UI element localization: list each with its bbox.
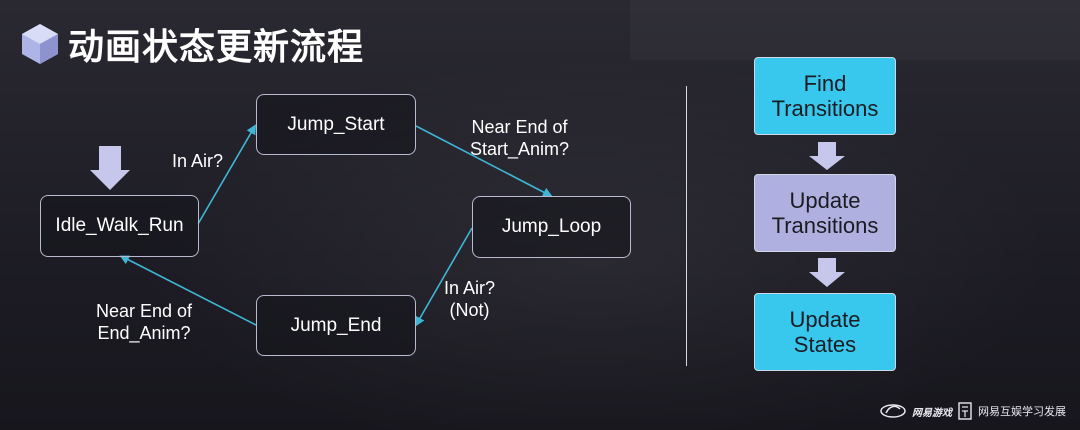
transition-label-end-to-idle: Near End of End_Anim? <box>96 301 193 343</box>
divider <box>686 86 687 366</box>
seal-icon <box>958 402 972 420</box>
step-label: Update States <box>789 307 861 357</box>
step-arrow-icon-1 <box>809 142 845 170</box>
logo-text: 网易游戏 <box>912 407 952 419</box>
netease-games-logo-icon <box>880 404 906 418</box>
state-jump-loop: Jump_Loop <box>472 196 631 258</box>
transition-label-loop-to-end: In Air? (Not) <box>444 278 496 320</box>
state-label: Jump_Start <box>287 113 385 135</box>
step-arrow-icon-2 <box>809 258 845 287</box>
state-label: Jump_End <box>290 314 382 336</box>
arrow-start-to-loop <box>415 125 553 197</box>
state-jump-end: Jump_End <box>256 295 416 356</box>
step-update-transitions: Update Transitions <box>754 174 896 252</box>
state-idle-walk-run: Idle_Walk_Run <box>40 195 199 257</box>
page-title: 动画状态更新流程 <box>68 27 365 68</box>
step-label: Update Transitions <box>771 188 879 238</box>
footer-branding: 网易游戏 网易互娱学习发展 <box>880 402 1066 420</box>
transition-label-idle-to-start: In Air? <box>172 151 224 171</box>
arrow-idle-to-start <box>197 124 257 225</box>
arrow-loop-to-end <box>415 227 473 327</box>
step-find-transitions: Find Transitions <box>754 57 896 135</box>
step-update-states: Update States <box>754 293 896 371</box>
cube-icon <box>22 24 58 64</box>
arrow-end-to-idle <box>119 255 257 326</box>
title-bar: 动画状态更新流程 <box>20 18 364 70</box>
step-label: Find Transitions <box>771 71 879 121</box>
org-text: 网易互娱学习发展 <box>978 406 1066 418</box>
state-jump-start: Jump_Start <box>256 94 416 155</box>
state-label: Jump_Loop <box>501 216 602 237</box>
state-label: Idle_Walk_Run <box>55 215 184 236</box>
entry-arrow-icon <box>90 146 130 190</box>
transition-label-start-to-loop: Near End of Start_Anim? <box>470 117 570 159</box>
